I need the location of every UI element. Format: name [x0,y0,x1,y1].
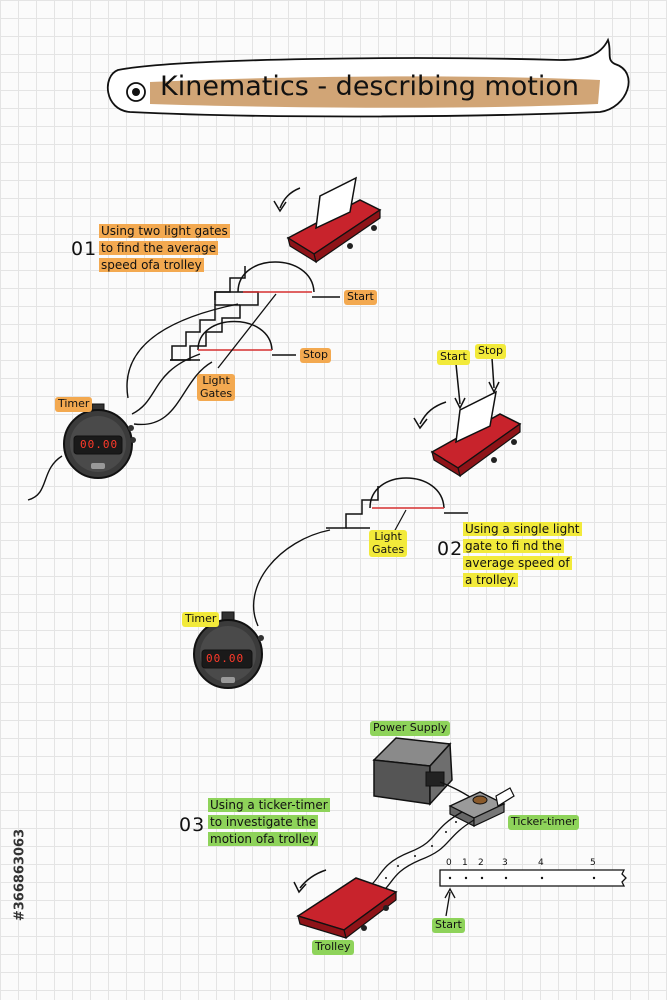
start-label-03: Start [432,918,465,933]
section-03-number: 03 [179,814,206,836]
section-02-line-2: gate to fi nd the [463,539,564,554]
light-gates-label-02: Light Gates [369,530,408,558]
section-02-apparatus [193,357,522,689]
tape-tick-1: 1 [462,858,468,868]
tape-tick-5: 5 [590,858,596,868]
trolley-01 [286,176,382,264]
light-gates-label-01: Light Gates [197,374,236,402]
section-02-line-1: Using a single light [463,522,582,536]
timer-display-02: 00.00 [206,652,245,665]
timer-label-02: Timer [182,612,220,627]
section-01-description: Using two light gates to find the averag… [99,223,230,274]
stop-label-01: Stop [300,348,332,363]
timer-label-01: Timer [55,397,93,412]
ticker-timer-label: Ticker-timer [508,815,580,830]
ticker-timer-icon [448,791,506,827]
section-01-line-1: Using two light gates [99,224,230,238]
trolley-03 [296,877,398,940]
section-01-line-3: speed ofa trolley [99,258,204,273]
motion-arrow-icon [419,401,447,425]
section-03-line-3: motion ofa trolley [208,832,319,847]
tape-tick-3: 3 [502,858,508,868]
section-02-line-3: average speed of [463,556,572,571]
section-02-description: Using a single light gate to fi nd the a… [463,521,582,589]
section-01-apparatus [27,176,382,501]
tape-tick-0: 0 [446,858,452,868]
trolley-02 [430,390,522,478]
stopwatch-icon-02 [193,611,264,689]
stopwatch-icon-01 [63,403,136,479]
timer-display-01: 00.00 [80,438,119,451]
tape-tick-4: 4 [538,858,544,868]
section-02-line-4: a trolley. [463,573,519,588]
section-03-description: Using a ticker-timer to investigate the … [208,797,330,848]
motion-arrow-icon [299,869,327,889]
section-01-line-2: to find the average [99,241,219,256]
section-02-number: 02 [437,538,464,560]
image-id-text: #366863063 [12,828,28,922]
stop-label-02: Stop [475,344,507,359]
motion-arrow-icon [279,187,301,209]
image-id-sidebar: #366863063 [11,760,29,990]
section-03-line-1: Using a ticker-timer [208,798,330,812]
section-01-number: 01 [71,238,98,260]
section-03-apparatus [293,737,627,940]
title-banner [106,37,630,118]
start-label-01: Start [344,290,377,305]
tape-tick-2: 2 [478,858,484,868]
start-label-02: Start [437,350,470,365]
power-supply-icon [372,737,453,806]
ticker-tape [439,869,627,887]
page-title: Kinematics - describing motion [160,71,579,102]
section-03-line-2: to investigate the [208,815,319,830]
trolley-label: Trolley [312,940,354,955]
power-supply-label: Power Supply [370,721,451,736]
